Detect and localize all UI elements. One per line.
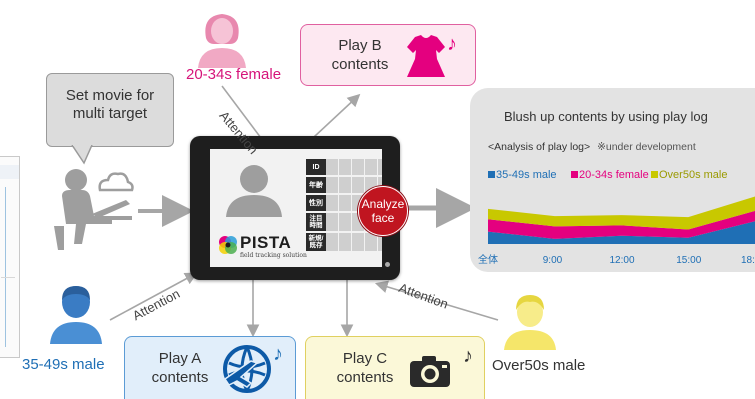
area-series [488, 210, 755, 239]
male-over50-target-label: Over50s male [492, 357, 586, 374]
play-a-line2: contents [151, 369, 209, 386]
partial-document-sliver [0, 156, 20, 358]
field-row: 新規/ 既存 [306, 233, 382, 251]
analyze-face-badge: Analyze face [358, 186, 408, 236]
device-screen: ID 年齢 性別 注目 時間 新規/ 既存 [210, 149, 382, 267]
x-tick-label: 12:00 [610, 255, 635, 266]
chart-subtitle: <Analysis of play log> ※under developmen… [488, 141, 696, 153]
bubble-line1: Set movie for [65, 87, 155, 104]
play-b-contents-box: Play B contents ♪ [300, 24, 476, 86]
play-c-line1: Play C [342, 350, 388, 367]
travel-globe-icon [223, 345, 271, 393]
play-c-line2: contents [336, 369, 394, 386]
dress-icon [407, 35, 445, 77]
analyze-line1: Analyze [361, 197, 405, 211]
female-target-label: 20-34s female [186, 66, 282, 83]
x-tick-label: 全体 [478, 253, 498, 266]
x-tick-label: 18:00 [741, 255, 755, 266]
music-note-icon: ♪ [447, 33, 457, 55]
legend-swatch [488, 171, 495, 178]
play-a-line1: Play A [158, 350, 202, 367]
arrow-male-to-device [109, 272, 198, 321]
male-over50-person-icon [504, 295, 556, 350]
chart-note: ※under development [597, 141, 696, 153]
chart-subtitle-text: <Analysis of play log> [488, 141, 591, 153]
field-row: 年齢 [306, 177, 382, 193]
male-mid-person-icon [50, 286, 102, 344]
legend-label: Over50s male [659, 169, 727, 181]
x-tick-label: 9:00 [543, 255, 563, 266]
arrow-over50-to-device [374, 280, 499, 321]
pista-tagline: field tracking solution [240, 252, 307, 259]
legend-label: 35-49s male [496, 169, 557, 181]
field-label-id: ID [306, 159, 326, 175]
legend-swatch [651, 171, 658, 178]
play-a-contents-box: Play A contents ♪ [124, 336, 296, 399]
play-log-chart: 35-49s male 20-34s female Over50s male 全体 9… [478, 169, 755, 266]
person-at-computer-icon [54, 169, 134, 250]
legend-swatch [571, 171, 578, 178]
field-label-new-existing: 新規/ 既存 [306, 233, 326, 251]
legend-label: 20-34s female [579, 169, 649, 181]
bubble-tail [71, 145, 93, 165]
pista-logo-icon [219, 236, 237, 254]
field-label-attention-time: 注目 時間 [306, 213, 326, 231]
area-series [488, 196, 755, 230]
speech-bubble: Set movie for multi target [46, 73, 174, 147]
field-row: ID [306, 159, 382, 175]
male-mid-target-label: 35-49s male [22, 356, 105, 373]
field-label-gender: 性別 [306, 195, 326, 211]
play-c-contents-box: Play C contents ♪ [305, 336, 485, 399]
play-b-line1: Play B [338, 37, 382, 54]
face-avatar-icon [226, 165, 282, 217]
music-note-icon: ♪ [463, 345, 473, 367]
bubble-line2: multi target [72, 105, 148, 122]
music-note-icon: ♪ [273, 343, 283, 365]
play-b-line2: contents [331, 56, 389, 73]
device-camera-dot [385, 262, 390, 267]
area-series [488, 221, 755, 244]
signage-device: ID 年齢 性別 注目 時間 新規/ 既存 [190, 136, 400, 280]
female-person-icon [198, 14, 246, 68]
chart-title: Blush up contents by using play log [504, 109, 708, 124]
x-tick-label: 15:00 [676, 255, 701, 266]
analyze-line2: face [371, 211, 395, 225]
pista-brand: PISTA [240, 233, 292, 252]
field-label-age: 年齢 [306, 177, 326, 193]
camera-icon [410, 356, 450, 387]
